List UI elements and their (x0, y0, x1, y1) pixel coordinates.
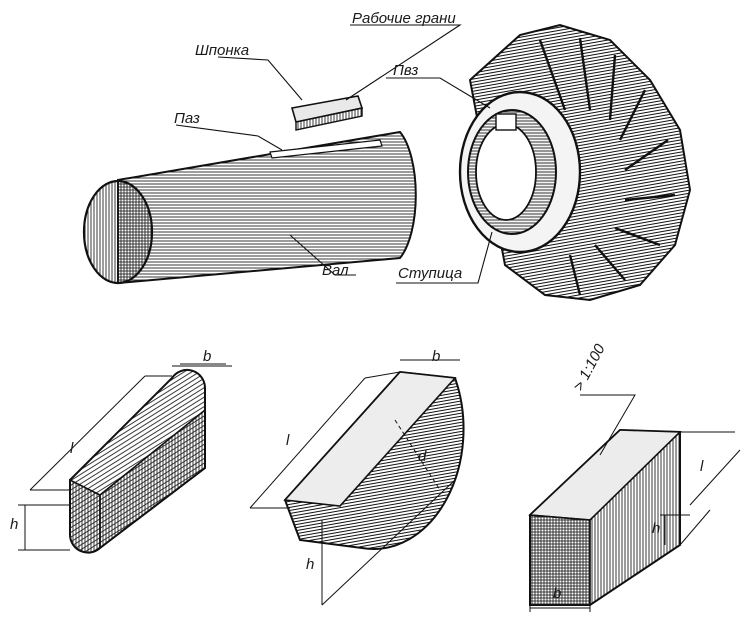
segment-key (249, 359, 465, 606)
dim-prismatic-l: l (70, 440, 74, 457)
dim-wedge-b: b (553, 585, 562, 602)
dim-wedge-h: h (652, 520, 661, 537)
label-paz-shaft: Паз (174, 110, 200, 127)
leader-lines (175, 24, 493, 284)
label-rabochie-grani: Рабочие грани (352, 10, 456, 27)
dim-segment-l: l (286, 432, 290, 449)
dim-prismatic-h: h (10, 516, 19, 533)
shaft-end-face (82, 179, 154, 285)
hub-bore (475, 123, 537, 221)
label-val: Вал (322, 262, 349, 279)
shaft-keyway (269, 139, 383, 159)
hub-keyway (495, 113, 517, 131)
dim-wedge-l: l (700, 458, 704, 475)
dim-segment-h: h (306, 556, 315, 573)
key (290, 95, 364, 131)
shaft (82, 130, 417, 285)
label-stupitsa: Ступица (398, 265, 463, 282)
dim-prismatic-b: b (203, 348, 212, 365)
label-paz-hub: Пвз (393, 62, 419, 79)
wedge-key (528, 394, 741, 612)
prismatic-key (18, 363, 232, 554)
bevel-gear (458, 23, 692, 302)
dim-segment-d: d (418, 448, 427, 465)
dim-segment-b: b (432, 348, 441, 365)
label-shponka: Шпонка (195, 42, 250, 59)
